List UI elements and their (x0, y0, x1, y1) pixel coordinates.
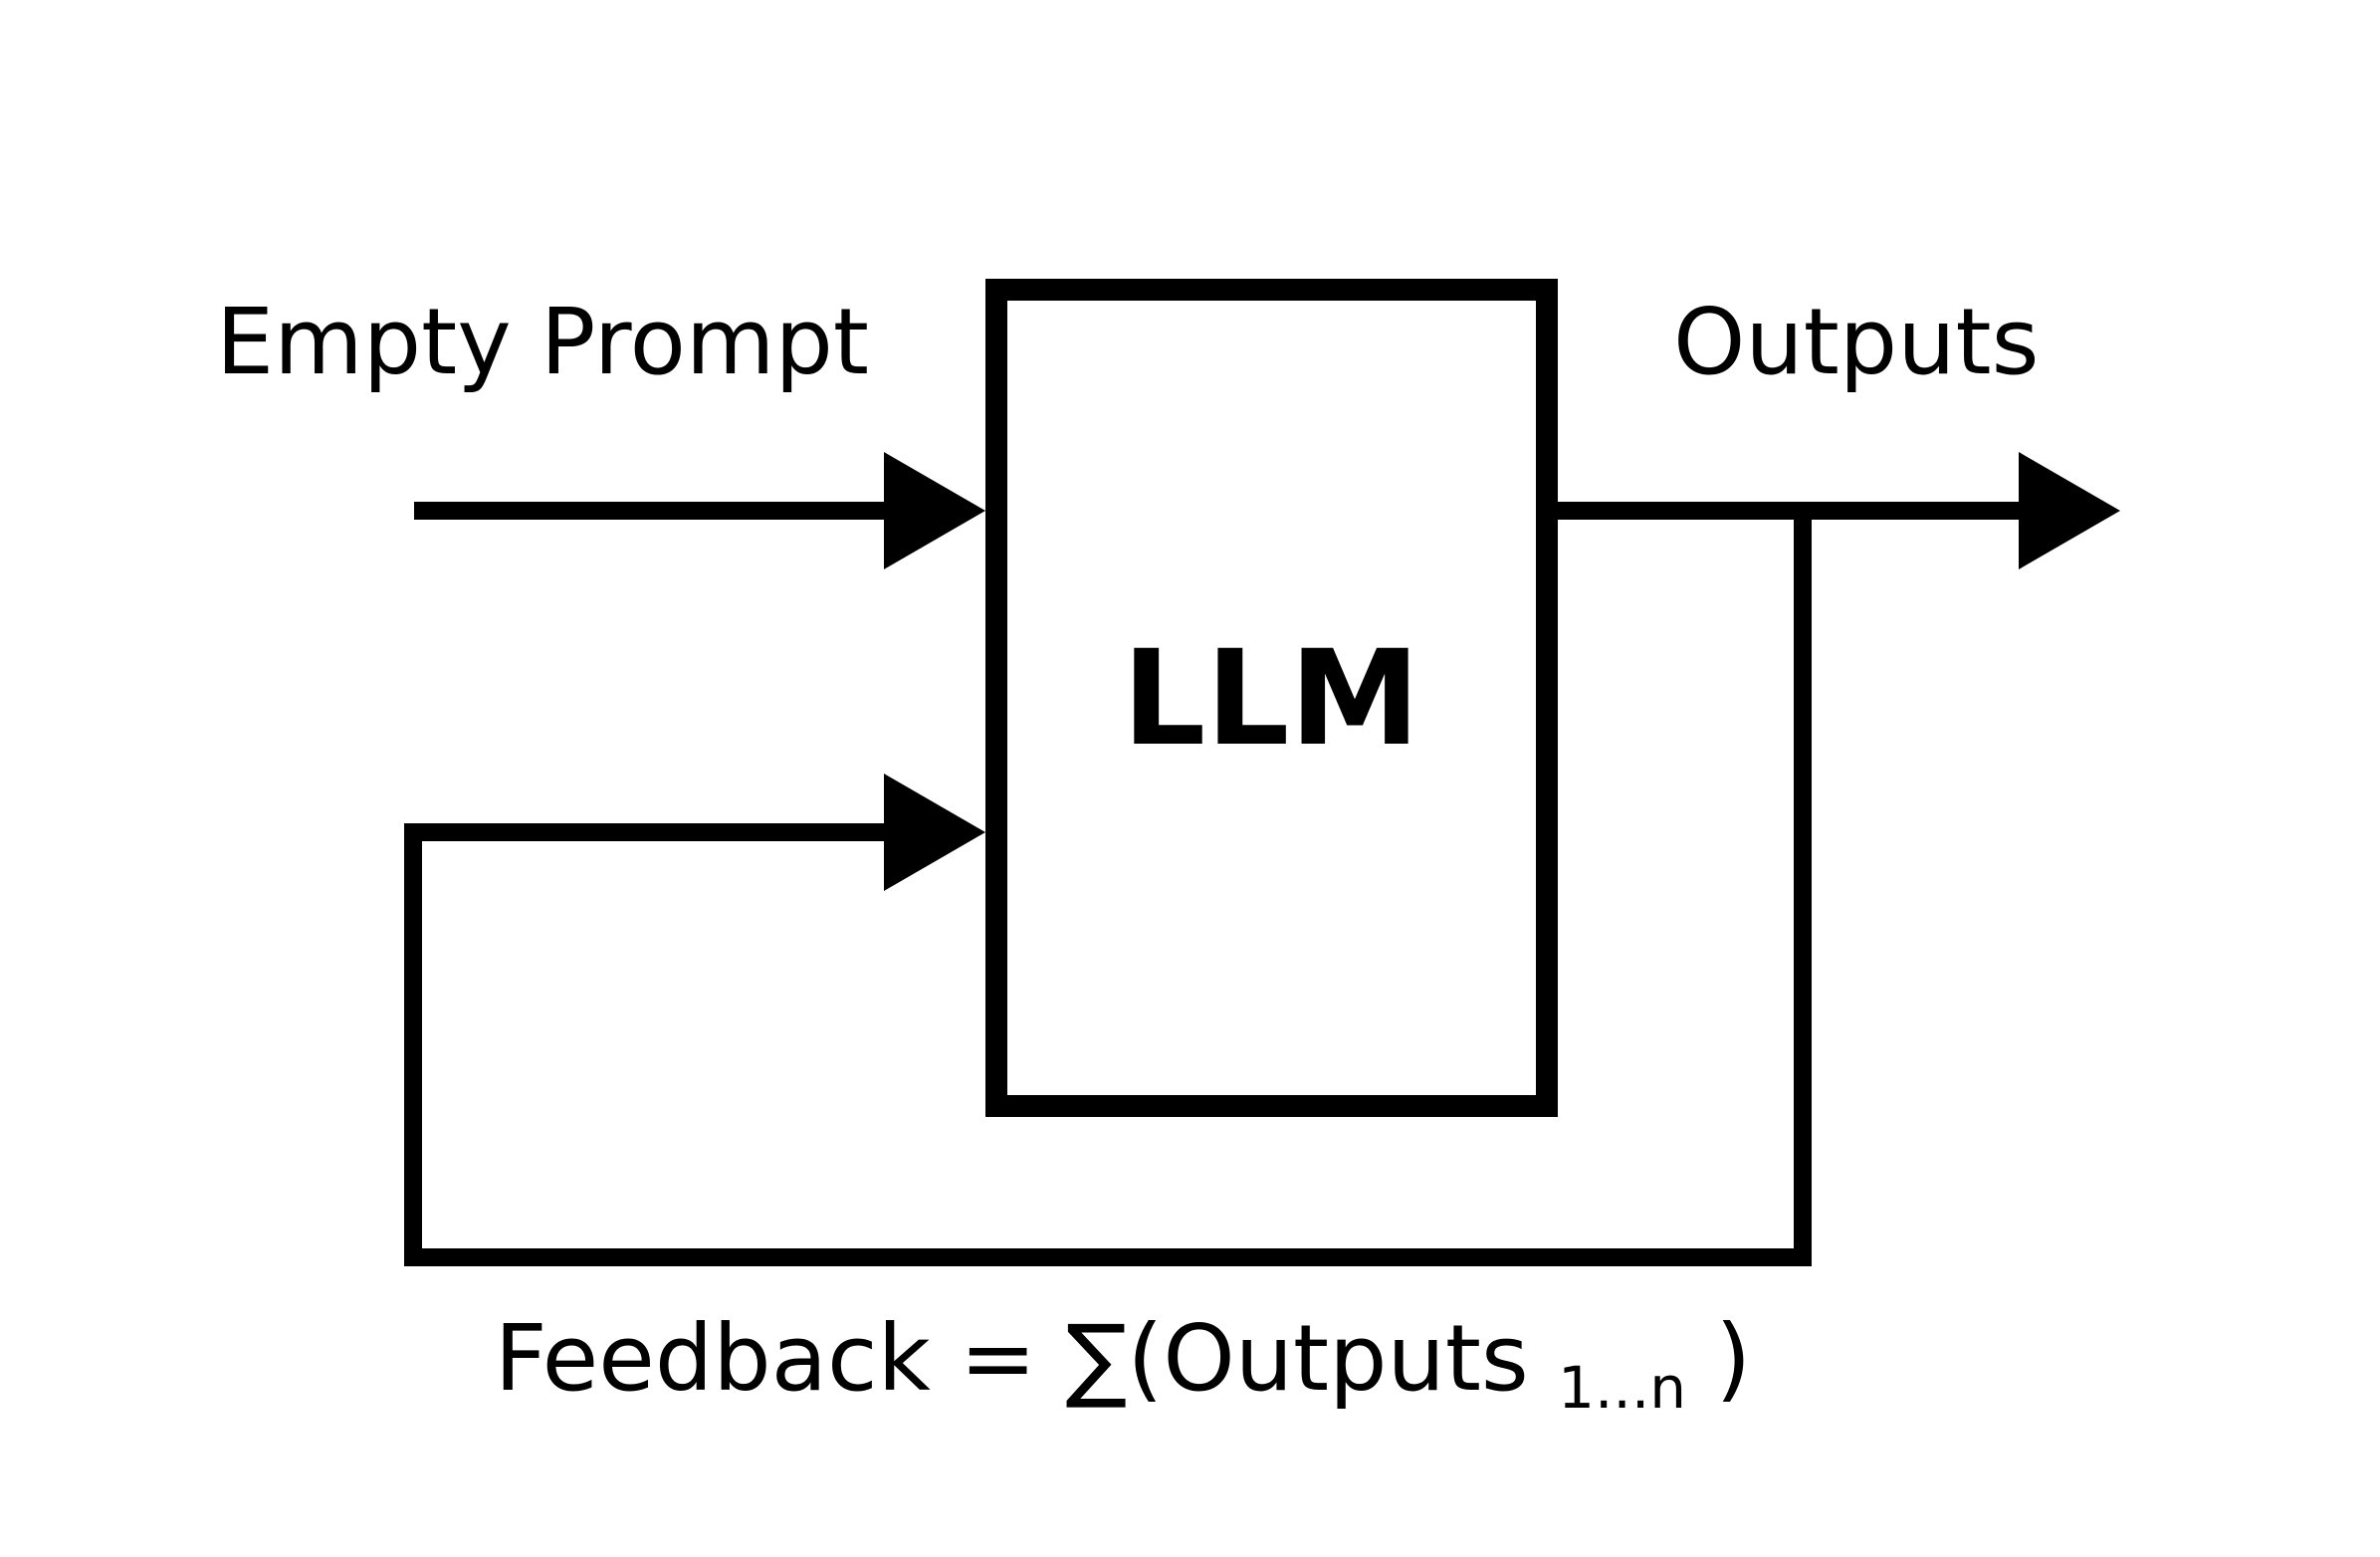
outputs-label: Outputs (1673, 289, 2040, 395)
feedback-arrowhead (884, 774, 985, 891)
output-arrowhead (2019, 452, 2120, 569)
empty-prompt-label: Empty Prompt (216, 289, 869, 395)
feedback-label: Feedback = ∑(Outputs 1...n ) (495, 1305, 1751, 1430)
llm-box (985, 279, 1558, 1117)
llm-label: LLM (1122, 622, 1420, 776)
input-arrowhead (884, 452, 985, 569)
feedback-label-suffix: ) (1715, 1305, 1751, 1412)
feedback-label-prefix: Feedback = ∑(Outputs (495, 1305, 1558, 1412)
feedback-loop-line (404, 511, 1812, 1266)
feedback-label-subscript: 1...n (1558, 1354, 1686, 1422)
